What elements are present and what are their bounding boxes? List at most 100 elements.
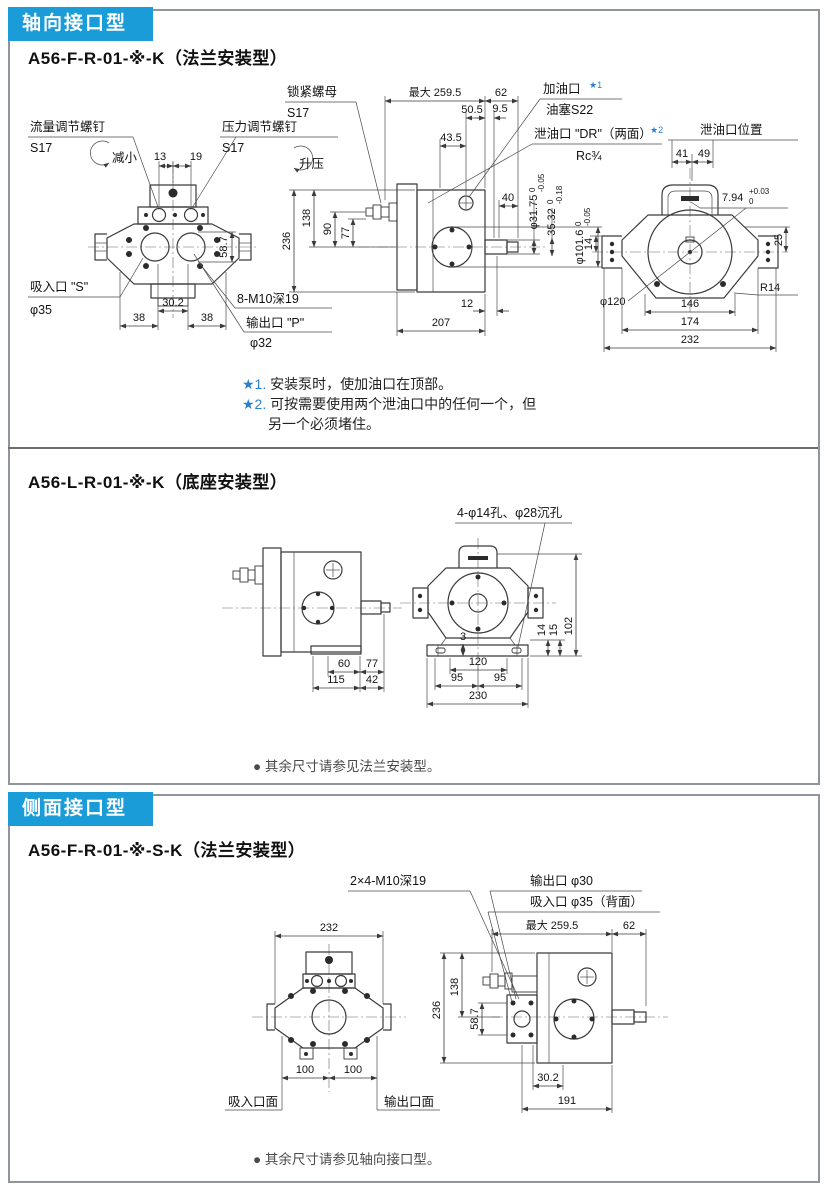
- label-drain-thread: Rc¾: [576, 149, 602, 163]
- label-outlet-30: 输出口 φ30: [530, 873, 593, 888]
- sideport-panel: [8, 794, 820, 1183]
- sideport-note: ● 其余尺寸请参见轴向接口型。: [253, 1152, 441, 1167]
- label-suction-face: 吸入口面: [228, 1095, 278, 1109]
- label-locknut: 锁紧螺母: [287, 84, 337, 99]
- label-drain-port: 泄油口 "DR"（两面）: [534, 127, 652, 141]
- label-outlet-dia: φ32: [250, 336, 272, 350]
- label-decrease: 减小: [112, 151, 138, 165]
- dim-30.2-sideport: 30.2: [537, 1072, 558, 1084]
- dim-191: 191: [558, 1095, 576, 1107]
- dim-42: 42: [366, 674, 378, 686]
- dim-43.5: 43.5: [440, 132, 461, 144]
- note-2-cont: 另一个必须堵住。: [268, 416, 380, 432]
- dim-95-right: 95: [494, 672, 506, 684]
- dim-120: 120: [469, 656, 487, 668]
- flange-side-view: 最大 259.5 62 50.5 9.5 43.5 236 138 90 77: [281, 80, 663, 336]
- dim-138-side: 138: [301, 209, 313, 227]
- dim-146: 146: [681, 298, 699, 310]
- dim-14-rear: 14: [583, 238, 595, 250]
- axial-section-header: 轴向接口型: [8, 7, 154, 41]
- label-port-bolts: 2×4-M10深19: [350, 874, 426, 888]
- dim-30.2: 30.2: [162, 297, 183, 309]
- label-outlet-port: 输出口 "P": [246, 315, 304, 330]
- axial-section-header-label: 轴向接口型: [22, 13, 128, 34]
- sideport-section-header-label: 侧面接口型: [22, 798, 128, 819]
- label-pressure-screw-size: S17: [222, 141, 244, 155]
- dim-138-sideport: 138: [449, 978, 461, 996]
- dim-58.7-sideport: 58.7: [469, 1008, 481, 1029]
- section-divider: [8, 447, 818, 449]
- base-rear-view: 4-φ14孔、φ28沉孔 3 120 95 95 230 14: [400, 506, 582, 708]
- svg-text:-0.18: -0.18: [555, 185, 564, 204]
- dim-9.5: 9.5: [492, 103, 507, 115]
- dim-r14: R14: [760, 282, 780, 294]
- label-base-holes: 4-φ14孔、φ28沉孔: [457, 506, 563, 520]
- flange-model-title: A56-F-R-01-※-K（法兰安装型）: [28, 49, 288, 68]
- dim-19: 19: [190, 151, 202, 163]
- label-locknut-size: S17: [287, 106, 309, 120]
- label-flow-screw: 流量调节螺钉: [30, 120, 106, 134]
- base-model-title: A56-L-R-01-※-K（底座安装型）: [28, 473, 288, 492]
- note-1: ★1. 安装泵时，使加油口在顶部。: [242, 374, 536, 394]
- dim-50.5: 50.5: [461, 104, 482, 116]
- dim-7.94-tol-upper: +0.03: [749, 187, 770, 196]
- dim-38-right: 38: [201, 312, 213, 324]
- flange-notes: ★1. 安装泵时，使加油口在顶部。 ★2. 可按需要使用两个泄油口中的任何一个，…: [242, 374, 536, 434]
- svg-text:0: 0: [546, 199, 555, 204]
- svg-text:35.32: 35.32: [546, 208, 558, 236]
- dim-shaft-31.75: φ31.75 0 -0.05: [528, 173, 546, 229]
- dim-25: 25: [773, 234, 785, 246]
- sideport-section-header: 侧面接口型: [8, 792, 154, 826]
- dim-232-rear: 232: [681, 334, 699, 346]
- dim-232-front: 232: [320, 922, 338, 934]
- label-drain-position: 泄油口位置: [700, 122, 763, 137]
- dim-236-sideport: 236: [431, 1001, 443, 1019]
- dim-15: 15: [548, 624, 560, 636]
- dim-77: 77: [340, 227, 352, 239]
- dim-max-259.5-sideport: 最大 259.5: [526, 918, 579, 932]
- svg-text:0: 0: [574, 221, 583, 226]
- increase-arrow-icon: [293, 145, 313, 173]
- svg-text:φ31.75: φ31.75: [528, 195, 540, 230]
- dim-12: 12: [461, 298, 473, 310]
- dim-key-35.32: 35.32 0 -0.18: [546, 185, 564, 236]
- label-pressure-screw: 压力调节螺钉: [222, 120, 298, 134]
- base-mount-drawing: 60 77 115 42: [222, 506, 582, 708]
- note-1-ref: ★1.: [242, 376, 267, 392]
- note-2-text: 可按需要使用两个泄油口中的任何一个，但: [270, 396, 537, 412]
- dim-102: 102: [563, 617, 575, 635]
- dim-207: 207: [432, 317, 450, 329]
- label-filler-port: 加油口: [543, 82, 581, 96]
- flange-rear-view: φ120 泄油口位置 41 49 7.94 +0.03 0 14 25 R14: [583, 122, 798, 352]
- decrease-arrow-icon: [90, 140, 110, 168]
- svg-text:φ101.6: φ101.6: [574, 230, 586, 265]
- label-outlet-face: 输出口面: [384, 1094, 434, 1109]
- svg-text:-0.05: -0.05: [583, 207, 592, 226]
- sideport-side-view: 最大 259.5 62 236 138 58.7: [431, 918, 668, 1113]
- dim-7.94-tol-lower: 0: [749, 197, 754, 206]
- dim-58.7: 58.7: [218, 236, 230, 257]
- dim-14-base: 14: [536, 624, 548, 636]
- dim-77-base: 77: [366, 658, 378, 670]
- label-increase: 升压: [299, 157, 324, 171]
- dim-40: 40: [502, 192, 514, 204]
- label-filler-ref: ★1: [589, 80, 602, 90]
- svg-text:-0.05: -0.05: [537, 173, 546, 192]
- note-2: ★2. 可按需要使用两个泄油口中的任何一个，但: [242, 394, 536, 414]
- label-flow-screw-size: S17: [30, 141, 52, 155]
- label-drain-ref: ★2: [650, 125, 663, 135]
- axial-panel: [8, 9, 820, 785]
- dim-115: 115: [327, 674, 345, 686]
- dim-49: 49: [698, 148, 710, 160]
- dim-62: 62: [495, 87, 507, 99]
- label-oil-plug: 油塞S22: [546, 102, 593, 117]
- dim-236-side: 236: [281, 232, 293, 250]
- base-side-view: 60 77 115 42: [222, 547, 402, 692]
- dim-100-right: 100: [344, 1064, 362, 1076]
- note-2-ref: ★2.: [242, 396, 267, 412]
- dim-7.94: 7.94: [722, 192, 743, 204]
- label-suction-port: 吸入口 "S": [30, 280, 88, 294]
- sideport-drawing: 2×4-M10深19 输出口 φ30 吸入口 φ35（背面） 232: [225, 873, 668, 1113]
- label-suction-dia: φ35: [30, 303, 52, 317]
